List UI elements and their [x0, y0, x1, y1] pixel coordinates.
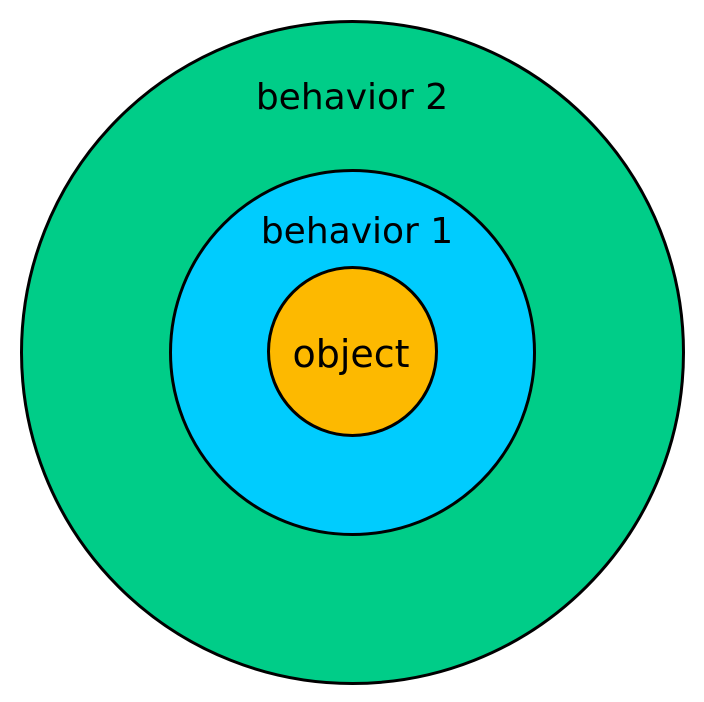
object-label: object — [292, 332, 410, 376]
behavior-2-label: behavior 2 — [255, 77, 449, 118]
object-circle — [267, 266, 438, 437]
behavior-1-label: behavior 1 — [260, 211, 454, 252]
